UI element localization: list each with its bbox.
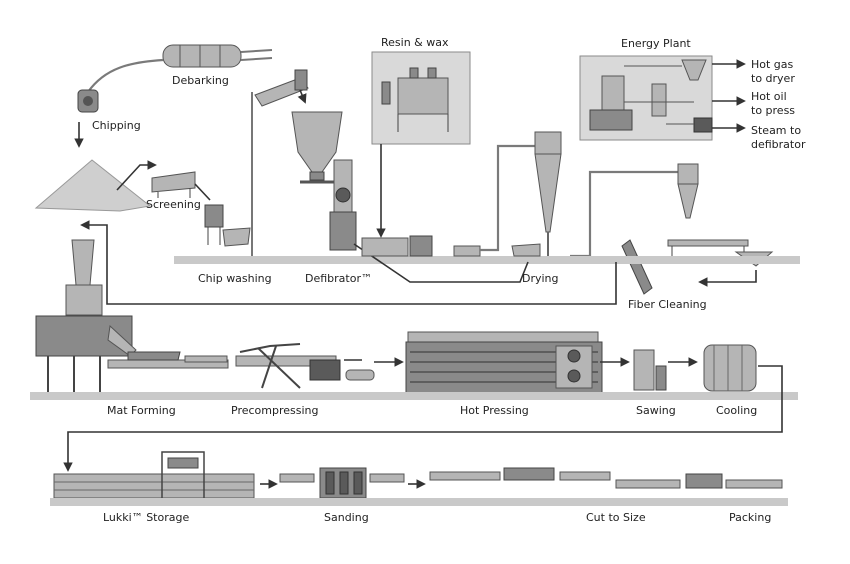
- cooling-to-storage-line: [63, 365, 783, 472]
- pile-to-screen-arrow: [116, 160, 157, 191]
- steam-label-2: defibrator: [751, 138, 806, 151]
- chip-washing-label: Chip washing: [198, 272, 272, 285]
- screening-machine: [151, 171, 196, 198]
- preheater-conveyor: [251, 69, 309, 256]
- mat-forming-label: Mat Forming: [107, 404, 176, 417]
- loader-cart: [345, 369, 375, 381]
- dryer-duct: [480, 144, 540, 252]
- steam-label-1: Steam to: [751, 124, 801, 137]
- cut-to-size-label: Cut to Size: [586, 511, 646, 524]
- cut-to-size-line: [429, 467, 611, 481]
- fiber-cleaning-cyclone: [677, 163, 699, 219]
- fiber-to-forming-line: [80, 220, 617, 305]
- screen-to-wash-line: [194, 183, 211, 201]
- hot-oil-label-1: Hot oil: [751, 90, 787, 103]
- sanding-line: [279, 467, 405, 499]
- dryer-outlet: [511, 243, 541, 257]
- screening-label: Screening: [146, 198, 201, 211]
- resin-wax-label: Resin & wax: [381, 36, 449, 49]
- forming-tower: [35, 239, 137, 392]
- chip-washer: [204, 204, 251, 247]
- fiber-cleaning-label: Fiber Cleaning: [628, 298, 707, 311]
- floor-row2: [30, 392, 798, 400]
- resin-wax-box: [371, 51, 471, 145]
- precompressing-label: Precompressing: [231, 404, 318, 417]
- hot-pressing-label: Hot Pressing: [460, 404, 529, 417]
- cleaning-return-arrow: [698, 270, 757, 287]
- precompressor: [235, 343, 341, 389]
- lukki-storage: [53, 451, 255, 501]
- drying-label: Drying: [522, 272, 559, 285]
- sawing-label: Sawing: [636, 404, 676, 417]
- sanding-label: Sanding: [324, 511, 369, 524]
- floor-row3: [50, 498, 788, 506]
- blowline-equipment: [361, 235, 481, 257]
- hot-gas-label-1: Hot gas: [751, 58, 794, 71]
- defibrator-unit: [291, 111, 357, 251]
- packing-line: [615, 473, 783, 489]
- chip-pile: [34, 159, 152, 212]
- star-cooler: [703, 344, 757, 392]
- drying-cyclone: [534, 131, 562, 256]
- floor-row1b: [560, 256, 800, 264]
- fiber-cleaning-unit: [621, 239, 774, 295]
- floor-row1a: [174, 256, 560, 264]
- cooling-label: Cooling: [716, 404, 757, 417]
- debarking-drum: [87, 44, 273, 93]
- defibrator-label: Defibrator™: [305, 272, 372, 285]
- chipper: [77, 89, 99, 113]
- hot-gas-label-2: to dryer: [751, 72, 795, 85]
- energy-plant-box: [579, 55, 713, 141]
- hot-oil-label-2: to press: [751, 104, 795, 117]
- packing-label: Packing: [729, 511, 771, 524]
- energy-plant-label: Energy Plant: [621, 37, 691, 50]
- lukki-storage-label: Lukki™ Storage: [103, 511, 189, 524]
- saw-machine: [633, 349, 667, 391]
- hot-press: [405, 331, 603, 395]
- debarking-label: Debarking: [172, 74, 229, 87]
- chipping-label: Chipping: [92, 119, 141, 132]
- defibrator-to-dryer-line: [353, 243, 529, 283]
- forming-line: [107, 351, 229, 369]
